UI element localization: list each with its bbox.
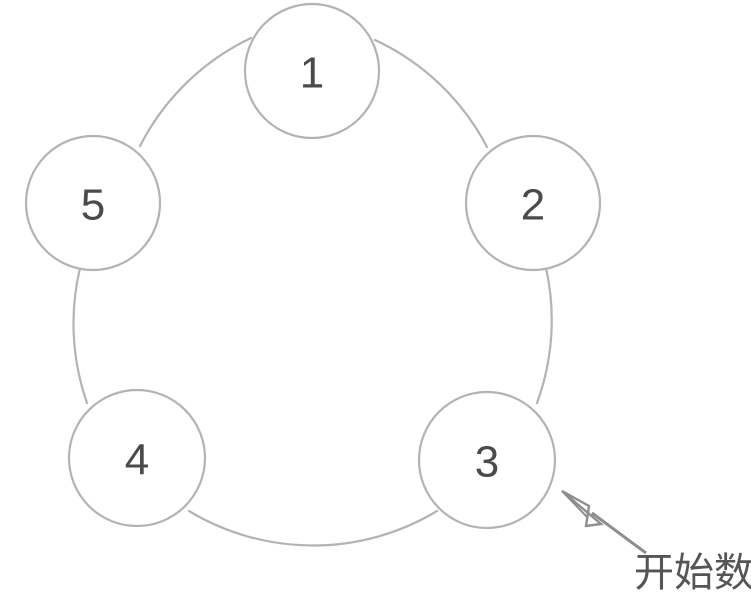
node-2-circle[interactable] — [464, 134, 602, 272]
node-4-label: 4 — [125, 436, 149, 485]
edge-1-to-2 — [373, 38, 489, 149]
annotation-label: 开始数 — [634, 550, 751, 596]
edge-5-to-1 — [138, 36, 253, 148]
edge-3-to-4 — [187, 509, 439, 547]
node-5[interactable]: 5 — [24, 134, 162, 272]
node-2-label: 2 — [521, 181, 545, 230]
node-3-label: 3 — [475, 438, 499, 487]
arrow-head — [561, 489, 604, 528]
node-4-circle[interactable] — [67, 388, 207, 528]
node-1[interactable]: 1 — [243, 2, 381, 140]
node-4[interactable]: 4 — [67, 388, 207, 528]
arrow-shaft — [591, 511, 647, 555]
annotation-arrow-icon — [561, 489, 647, 555]
edge-2-to-3 — [535, 266, 553, 405]
node-2[interactable]: 2 — [464, 134, 602, 272]
ring-arc-group — [72, 36, 553, 547]
node-5-circle[interactable] — [24, 134, 162, 272]
node-3-circle[interactable] — [417, 390, 557, 530]
node-1-label: 1 — [300, 49, 324, 98]
arrow-head-crease — [561, 490, 589, 519]
edge-4-to-5 — [72, 266, 89, 405]
node-1-circle[interactable] — [243, 2, 381, 140]
node-3[interactable]: 3 — [417, 390, 557, 530]
node-5-label: 5 — [81, 181, 105, 230]
